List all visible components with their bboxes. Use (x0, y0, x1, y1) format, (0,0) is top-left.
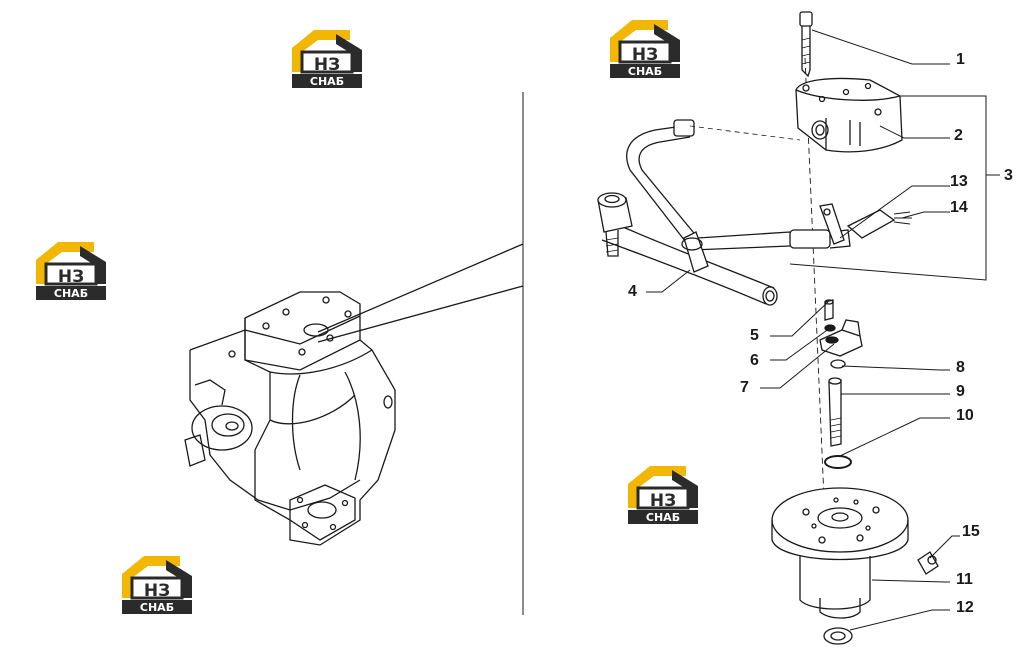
logo-mark: НЗ (632, 45, 658, 65)
callout-6: 6 (750, 352, 759, 369)
callout-2: 2 (954, 127, 963, 144)
callout-12: 12 (956, 599, 974, 616)
leader-lines (646, 29, 1000, 631)
callout-labels: 1 2 3 4 5 6 7 8 9 10 11 12 13 14 15 (628, 51, 1013, 616)
axle-housing-drawing (184, 243, 524, 546)
callout-5: 5 (750, 327, 759, 344)
callout-9: 9 (956, 383, 965, 400)
logo-mark: НЗ (650, 491, 676, 511)
exploded-assembly-drawing (597, 11, 939, 645)
callout-14: 14 (950, 199, 968, 216)
brand-logo-4: НЗ СНАБ (626, 464, 700, 526)
logo-mark: НЗ (58, 267, 84, 287)
callout-4: 4 (628, 283, 637, 300)
logo-mark: НЗ (144, 581, 170, 601)
logo-word: СНАБ (140, 601, 174, 614)
brand-logo-1: НЗ СНАБ (290, 28, 364, 90)
logo-mark: НЗ (314, 55, 340, 75)
brand-logo-2: НЗ СНАБ (608, 18, 682, 80)
callout-1: 1 (956, 51, 965, 68)
brand-logo-5: НЗ СНАБ (120, 554, 194, 616)
logo-word: СНАБ (54, 287, 88, 300)
logo-word: СНАБ (628, 65, 662, 78)
callout-15: 15 (962, 523, 980, 540)
callout-10: 10 (956, 407, 974, 424)
callout-11: 11 (956, 571, 973, 588)
brand-logo-3: НЗ СНАБ (34, 240, 108, 302)
logo-word: СНАБ (310, 75, 344, 88)
logo-word: СНАБ (646, 511, 680, 524)
callout-3: 3 (1004, 167, 1013, 184)
callout-13: 13 (950, 173, 968, 190)
callout-8: 8 (956, 359, 965, 376)
callout-7: 7 (740, 379, 749, 396)
